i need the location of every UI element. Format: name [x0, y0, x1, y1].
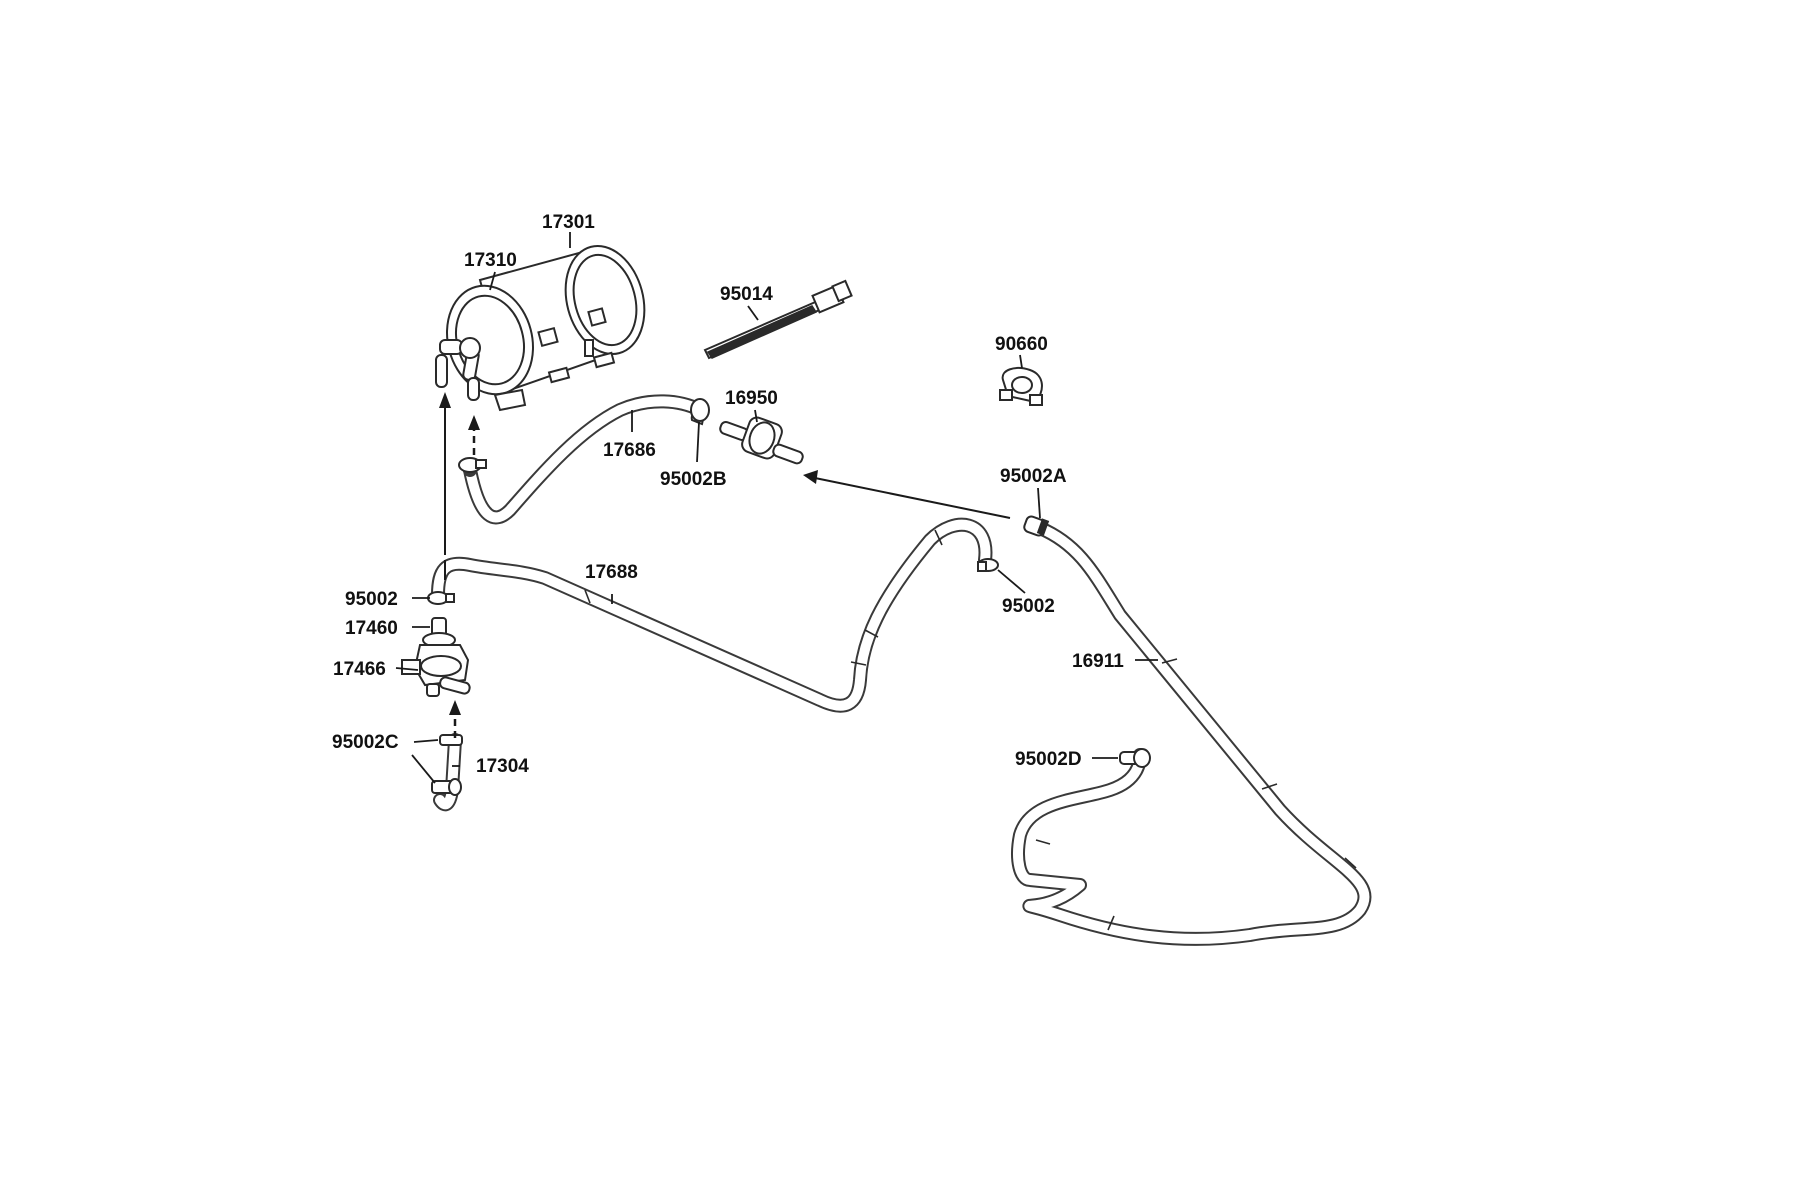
leader-95014 [747, 305, 759, 321]
leader-95002C-a [413, 739, 439, 743]
tie-wrap-95014 [703, 279, 853, 360]
arrow-valve-down [449, 700, 461, 738]
leader-17310 [489, 271, 496, 291]
clamp-95002-right [977, 558, 999, 572]
hose-17686 [461, 394, 707, 525]
hose-16911 [1011, 521, 1372, 946]
hose-17688 [431, 517, 993, 713]
callout-17686: 17686 [603, 440, 656, 461]
callout-17460: 17460 [345, 618, 398, 639]
callout-95002C: 95002C [332, 732, 399, 753]
callout-95002A: 95002A [1000, 466, 1067, 487]
arrow-to-filter [803, 470, 1011, 519]
callout-95002-right: 95002 [1002, 596, 1055, 617]
valve-17466 [401, 617, 471, 697]
leader-95002-right [997, 569, 1026, 594]
callout-17304: 17304 [476, 756, 529, 777]
callout-16911: 16911 [1072, 651, 1124, 672]
arrow-to-canister-long [439, 392, 451, 555]
filter-16950 [719, 416, 804, 465]
callout-17310: 17310 [464, 250, 517, 271]
leader-16950 [754, 409, 758, 423]
leader-95002A [1037, 487, 1041, 519]
leader-95002C-b [411, 754, 436, 784]
canister-17301 [435, 244, 646, 412]
clamp-95002B [690, 398, 710, 426]
callout-95002-left: 95002 [345, 589, 398, 610]
callout-95014: 95014 [720, 284, 773, 305]
leader-17466 [395, 667, 419, 671]
clamp-95002A [1023, 515, 1050, 537]
clamp-canister-hose [458, 457, 487, 473]
callout-95002B: 95002B [660, 469, 727, 490]
clamp-90660 [999, 367, 1043, 406]
callout-17688: 17688 [585, 562, 638, 583]
arrow-to-canister-short [468, 415, 480, 455]
callout-95002D: 95002D [1015, 749, 1082, 770]
callout-17301: 17301 [542, 212, 595, 233]
clamp-95002D [1119, 748, 1151, 768]
clamp-95002C [431, 734, 463, 796]
leader-95002B [696, 421, 700, 463]
callout-16950: 16950 [725, 388, 778, 409]
clamp-95002-left [427, 591, 455, 605]
callout-17466: 17466 [333, 659, 386, 680]
leader-90660 [1019, 354, 1023, 369]
callout-90660: 90660 [995, 334, 1048, 355]
